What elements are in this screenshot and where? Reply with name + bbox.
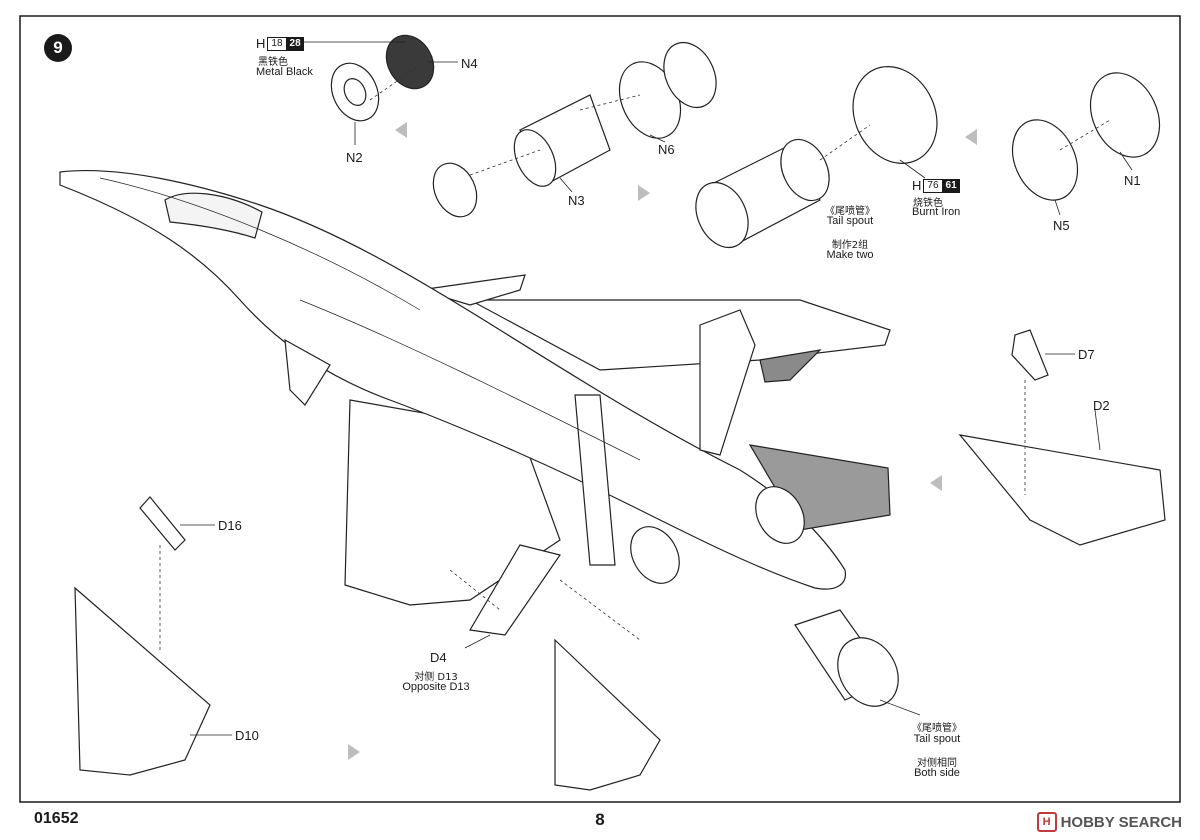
part-n1-shape: [1089, 72, 1161, 158]
part-label-n3: N3: [568, 193, 585, 208]
note-cn-tail-spout-bottom: 《尾喷管》: [912, 723, 962, 734]
paint-cn-metal-black: 黑铁色: [258, 57, 288, 68]
part-label-d4: D4: [430, 650, 447, 665]
product-code: 01652: [34, 810, 79, 827]
part-d10-shape: [74, 586, 211, 776]
arrow-left-icon: [965, 129, 977, 145]
part-label-d16: D16: [218, 518, 242, 533]
paint-code-solid: 28: [286, 36, 304, 51]
note-en-tail-spout-bottom: Tail spout: [913, 733, 961, 745]
part-d2-shape: [958, 434, 1166, 546]
part-d16-shape: [139, 496, 186, 551]
part-n4-shape: [385, 34, 435, 90]
arrow-right-icon: [348, 744, 360, 760]
guide-lines: [159, 64, 1111, 650]
part-d7-shape: [1011, 329, 1049, 381]
paint-cn-burnt-iron: 烧铁色: [913, 198, 943, 209]
arrow-left-icon: [930, 475, 942, 491]
note-en-make-two: Make two: [826, 249, 874, 261]
part-n5-shape: [1011, 119, 1079, 201]
part-label-d10: D10: [235, 728, 259, 743]
part-label-d2: D2: [1093, 398, 1110, 413]
part-label-d7: D7: [1078, 347, 1095, 362]
note-cn-opposite: 对侧 D13: [414, 672, 458, 683]
paint-code-outline: 18: [267, 36, 287, 51]
nozzle-parts: [330, 34, 1161, 707]
note-en-tail-spout-top: Tail spout: [826, 215, 874, 227]
paint-h-letter: H: [256, 36, 266, 51]
paint-en-burnt-iron: Burnt Iron: [912, 206, 961, 218]
step-number-badge: 9: [44, 34, 72, 62]
arrow-left-icon: [395, 122, 407, 138]
note-cn-tail-spout-top: 《尾喷管》: [825, 206, 875, 217]
aircraft-drawing: [59, 169, 891, 636]
brand-logo-icon: H: [1036, 812, 1057, 832]
step-arrows: [348, 122, 977, 760]
paint-callout-burnt-iron: H 76 61: [912, 178, 960, 193]
note-en-opposite: Opposite D13: [402, 681, 470, 693]
part-label-n4: N4: [461, 56, 478, 71]
note-cn-make-two: 制作2组: [831, 240, 869, 251]
paint-code-solid: 61: [942, 178, 960, 193]
arrow-right-icon: [638, 185, 650, 201]
note-cn-both-side: 对侧相同: [917, 758, 957, 769]
part-label-n2: N2: [346, 150, 363, 165]
part-label-n5: N5: [1053, 218, 1070, 233]
label-leaders: [180, 41, 1133, 736]
paint-h-letter: H: [912, 178, 922, 193]
brand-text: HOBBY SEARCH: [1060, 813, 1182, 831]
watermark-brand: H HOBBY SEARCH: [1036, 812, 1182, 832]
part-label-n6: N6: [658, 142, 675, 157]
fin-parts: [74, 329, 1166, 791]
page-number: 8: [595, 810, 605, 829]
paint-callout-metal-black: H 18 28: [256, 36, 304, 51]
paint-code-outline: 76: [923, 178, 943, 193]
part-label-n1: N1: [1124, 173, 1141, 188]
note-en-both-side: Both side: [914, 767, 960, 779]
part-d4-shape: [554, 638, 661, 791]
paint-en-metal-black: Metal Black: [256, 66, 313, 78]
page-border: [19, 15, 1181, 803]
